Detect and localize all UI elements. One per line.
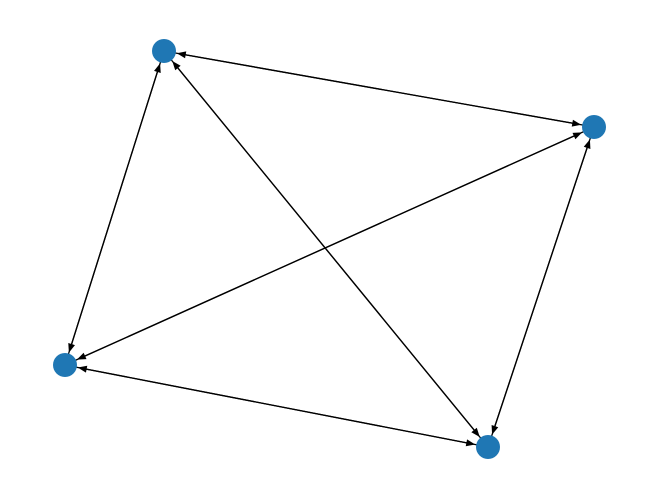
node-1 [582, 115, 606, 139]
arrowhead-3-0 [172, 61, 181, 71]
node-3 [476, 435, 500, 459]
arrowhead-2-0 [154, 63, 161, 74]
edges-layer [64, 50, 595, 448]
arrowhead-3-2 [77, 365, 88, 373]
node-2 [53, 353, 77, 377]
edge-2-0 [64, 67, 160, 366]
arrowhead-1-0 [176, 51, 187, 59]
edge-3-0 [174, 63, 489, 448]
arrowhead-2-1 [572, 132, 583, 140]
edge-3-1 [487, 142, 590, 448]
edge-3-2 [81, 367, 489, 448]
arrowhead-3-1 [583, 139, 591, 149]
edge-2-1 [64, 133, 579, 366]
nodes-layer [53, 39, 606, 459]
edge-1-0 [180, 53, 595, 128]
node-0 [152, 39, 176, 63]
